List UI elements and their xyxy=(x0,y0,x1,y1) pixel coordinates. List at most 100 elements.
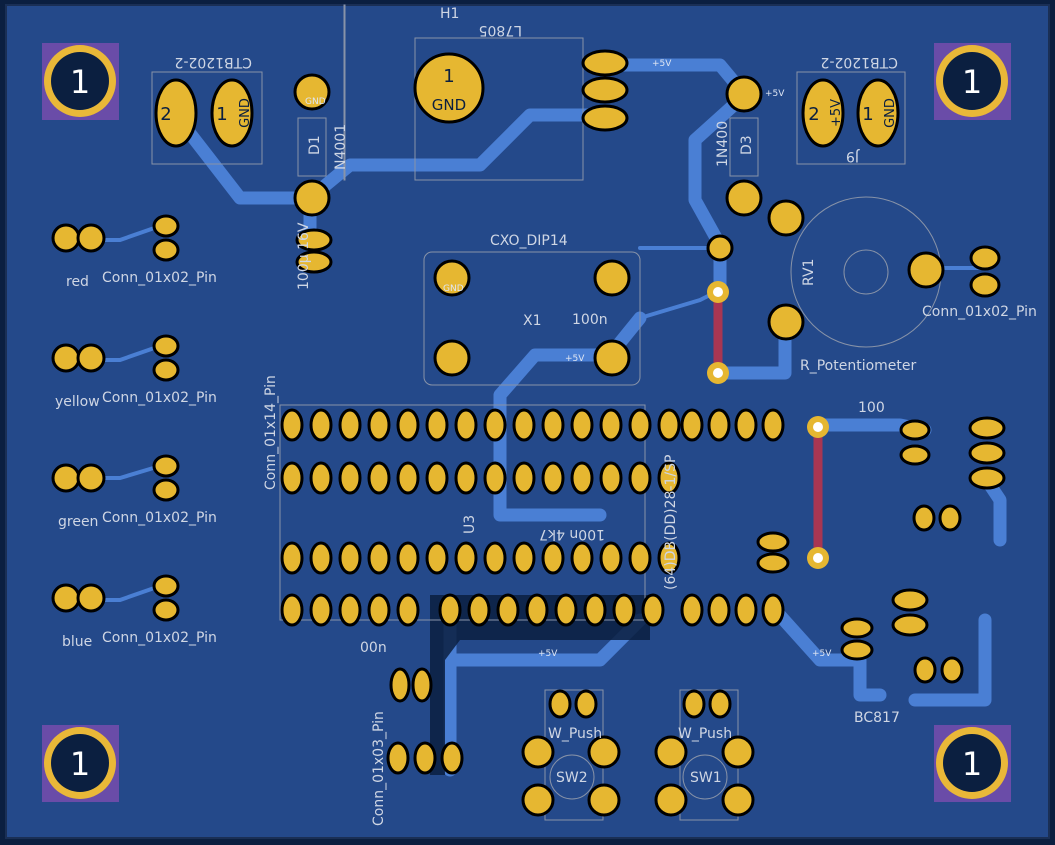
label-red: red xyxy=(66,274,89,290)
header-pad xyxy=(280,541,304,575)
pad-number: 1 xyxy=(862,104,873,125)
header-pad xyxy=(570,541,594,575)
header-pad xyxy=(367,461,391,495)
header-pad xyxy=(367,541,391,575)
mounting-hole-tr: 1 xyxy=(934,43,1011,120)
pad-gnd-big: GND xyxy=(432,96,466,114)
pad-5v: +5V xyxy=(829,99,844,127)
header-pad xyxy=(280,408,304,442)
header-pad xyxy=(467,593,491,627)
header-pad xyxy=(454,461,478,495)
header-pad xyxy=(454,408,478,442)
net-5v: +5V xyxy=(765,89,785,99)
mounting-hole-tl: 1 xyxy=(42,43,119,120)
header-pad xyxy=(338,461,362,495)
header-pad xyxy=(541,461,565,495)
label-conn-green: Conn_01x02_Pin xyxy=(102,510,217,526)
via-links xyxy=(713,292,823,558)
header-pad xyxy=(734,408,758,442)
header-pad xyxy=(707,408,731,442)
label-c100n-b: 100n 4k7 xyxy=(539,526,605,542)
pad-numbers: 1 GND 2 1 GND 2 1 GND +5V xyxy=(160,66,898,128)
label-bc817: BC817 xyxy=(854,710,900,726)
pad-number: 2 xyxy=(808,104,819,125)
label-potentiometer: R_Potentiometer xyxy=(800,358,917,374)
header-pad xyxy=(541,408,565,442)
label-ctb-right: CTB1202-2 xyxy=(820,54,898,70)
pad-number: 1 xyxy=(443,66,454,87)
label-cap-100u: 100µ 16V xyxy=(296,222,312,290)
label-conn-right: Conn_01x02_Pin xyxy=(922,304,1037,320)
label-conn-14: Conn_01x14_Pin xyxy=(263,375,279,490)
header-pad xyxy=(628,408,652,442)
header-pad xyxy=(367,408,391,442)
header-pad xyxy=(628,461,652,495)
header-pad xyxy=(680,593,704,627)
header-pad xyxy=(707,593,731,627)
pad-number: 1 xyxy=(216,104,227,125)
hole-number: 1 xyxy=(962,63,982,101)
header-pad xyxy=(570,461,594,495)
header-pad xyxy=(599,541,623,575)
label-d1: D1 xyxy=(307,135,323,155)
label-r100: 100 xyxy=(858,400,885,416)
pad-gnd: GND xyxy=(305,97,326,107)
header-pad xyxy=(641,593,665,627)
label-n4001: N4001 xyxy=(333,124,349,170)
header-pad xyxy=(761,593,785,627)
header-pad xyxy=(657,461,681,495)
header-pad xyxy=(338,408,362,442)
ground-pour xyxy=(430,595,650,775)
pad-rows xyxy=(280,408,785,775)
net-5v: +5V xyxy=(565,354,585,364)
header-pad xyxy=(454,541,478,575)
label-blue: blue xyxy=(62,634,92,650)
label-sw-push-2: W_Push xyxy=(548,726,602,742)
header-pad xyxy=(425,408,449,442)
pad-gnd: GND xyxy=(883,98,898,128)
header-pad xyxy=(425,541,449,575)
label-yellow: yellow xyxy=(55,394,100,410)
header-pad xyxy=(512,461,536,495)
vias xyxy=(707,281,829,569)
header-pad xyxy=(425,461,449,495)
header-pad xyxy=(734,593,758,627)
header-pad xyxy=(438,593,462,627)
label-c100n-a: 100n xyxy=(572,312,608,328)
header-pad xyxy=(541,541,565,575)
label-mcu: (64)DB(DD)28-1/SP xyxy=(663,455,679,590)
label-conn-red: Conn_01x02_Pin xyxy=(102,270,217,286)
header-pad xyxy=(309,593,333,627)
label-x1: X1 xyxy=(523,313,542,329)
header-pad xyxy=(396,461,420,495)
header-pad xyxy=(512,408,536,442)
header-pad xyxy=(483,461,507,495)
label-conn-blue: Conn_01x02_Pin xyxy=(102,630,217,646)
net-5v: +5V xyxy=(538,649,558,659)
header-pad xyxy=(309,408,333,442)
pads xyxy=(51,49,1006,817)
label-sw1: SW1 xyxy=(690,770,722,786)
header-pad xyxy=(280,593,304,627)
header-pad xyxy=(396,541,420,575)
header-pad xyxy=(554,593,578,627)
label-d3: D3 xyxy=(739,135,755,155)
net-5v: +5V xyxy=(652,59,672,69)
label-c100n-c: 00n xyxy=(360,640,387,656)
label-cxo: CXO_DIP14 xyxy=(490,233,568,249)
header-pad xyxy=(599,408,623,442)
label-ctb-left: CTB1202-2 xyxy=(174,54,252,70)
header-pad xyxy=(628,541,652,575)
header-pad xyxy=(483,541,507,575)
net-5v: +5V xyxy=(812,649,832,659)
pad-number: 2 xyxy=(160,104,171,125)
header-pad xyxy=(396,593,420,627)
header-pad xyxy=(396,408,420,442)
hole-number: 1 xyxy=(962,745,982,783)
label-sw-push-1: W_Push xyxy=(678,726,732,742)
header-pad xyxy=(612,593,636,627)
header-pad xyxy=(680,408,704,442)
label-1n400: 1N400 xyxy=(715,121,731,167)
label-sw2: SW2 xyxy=(556,770,588,786)
label-j9: J9 xyxy=(846,148,860,164)
